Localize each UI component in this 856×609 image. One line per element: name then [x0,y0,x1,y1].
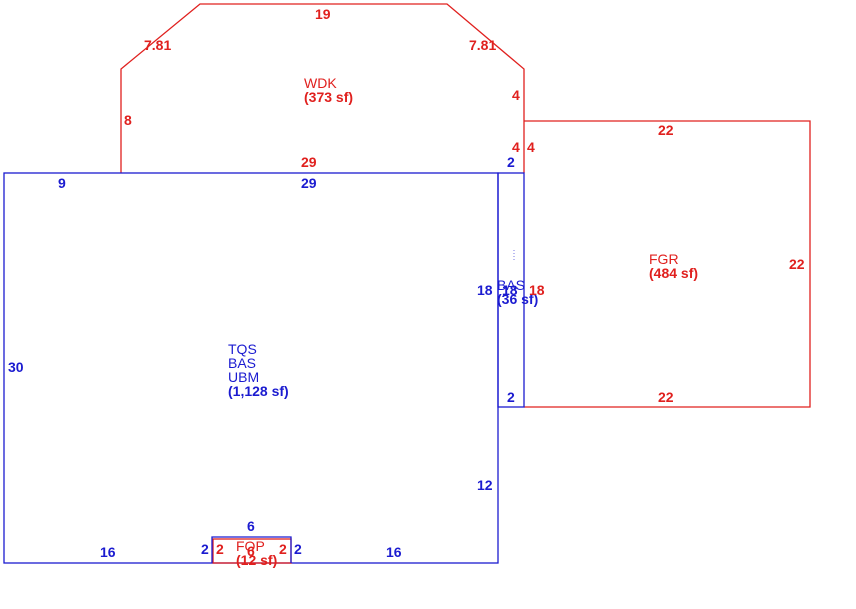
dim-strip-right: 18 [502,282,518,298]
dim-main-top: 29 [301,175,317,191]
main-code-label-3: UBM [228,369,259,385]
dim-fgr-right-left: 4 [527,139,535,155]
main-area-label: (1,128 sf) [228,383,289,399]
dim-wdk-bottom: 29 [301,154,317,170]
dim-fop-left-inner: 2 [216,541,224,557]
dim-fgr-top: 22 [658,122,674,138]
dim-wdk-left: 8 [124,112,132,128]
dim-wdk-diag-right: 7.81 [469,37,496,53]
bas-strip-outline [497,172,525,408]
dim-fgr-right: 22 [789,256,805,272]
main-code-label-2: BAS [228,355,256,371]
fgr-outline [524,120,811,408]
dim-fop-right-outer: 2 [294,541,302,557]
wdk-code-label: WDK [304,75,337,91]
dim-fop-left-outer: 2 [201,541,209,557]
bas-strip-code-label: BAS [497,277,525,293]
dim-fop-right-inner: 2 [279,541,287,557]
dim-wdk-diag-left: 7.81 [144,37,171,53]
dim-fgr-left: 18 [529,282,545,298]
dim-strip-left: 18 [477,282,493,298]
dim-fop-top: 6 [247,518,255,534]
dim-wdk-top: 19 [315,6,331,22]
dim-main-bottom-right: 16 [386,544,402,560]
fop-area-label: (12 sf) [236,552,277,568]
bas-strip-area-label: (36 sf) [497,291,538,307]
dim-fgr-bottom: 22 [658,389,674,405]
dim-main-top-left: 9 [58,175,66,191]
dim-strip-top: 2 [507,154,515,170]
dim-strip-bottom: 2 [507,389,515,405]
dim-fop-bottom: 6 [247,543,255,559]
dim-main-right: 12 [477,477,493,493]
fop-outline-blue [211,536,292,563]
fgr-area-label: (484 sf) [649,265,698,281]
fop-code-label: FOP [236,538,265,554]
fgr-code-label: FGR [649,251,679,267]
dim-wdk-right-lower: 4 [512,139,520,155]
dim-wdk-right-upper: 4 [512,87,520,103]
main-code-label-1: TQS [228,341,257,357]
dim-main-bottom-left: 16 [100,544,116,560]
wdk-outline [120,3,525,173]
dim-main-left: 30 [8,359,24,375]
wdk-area-label: (373 sf) [304,89,353,105]
